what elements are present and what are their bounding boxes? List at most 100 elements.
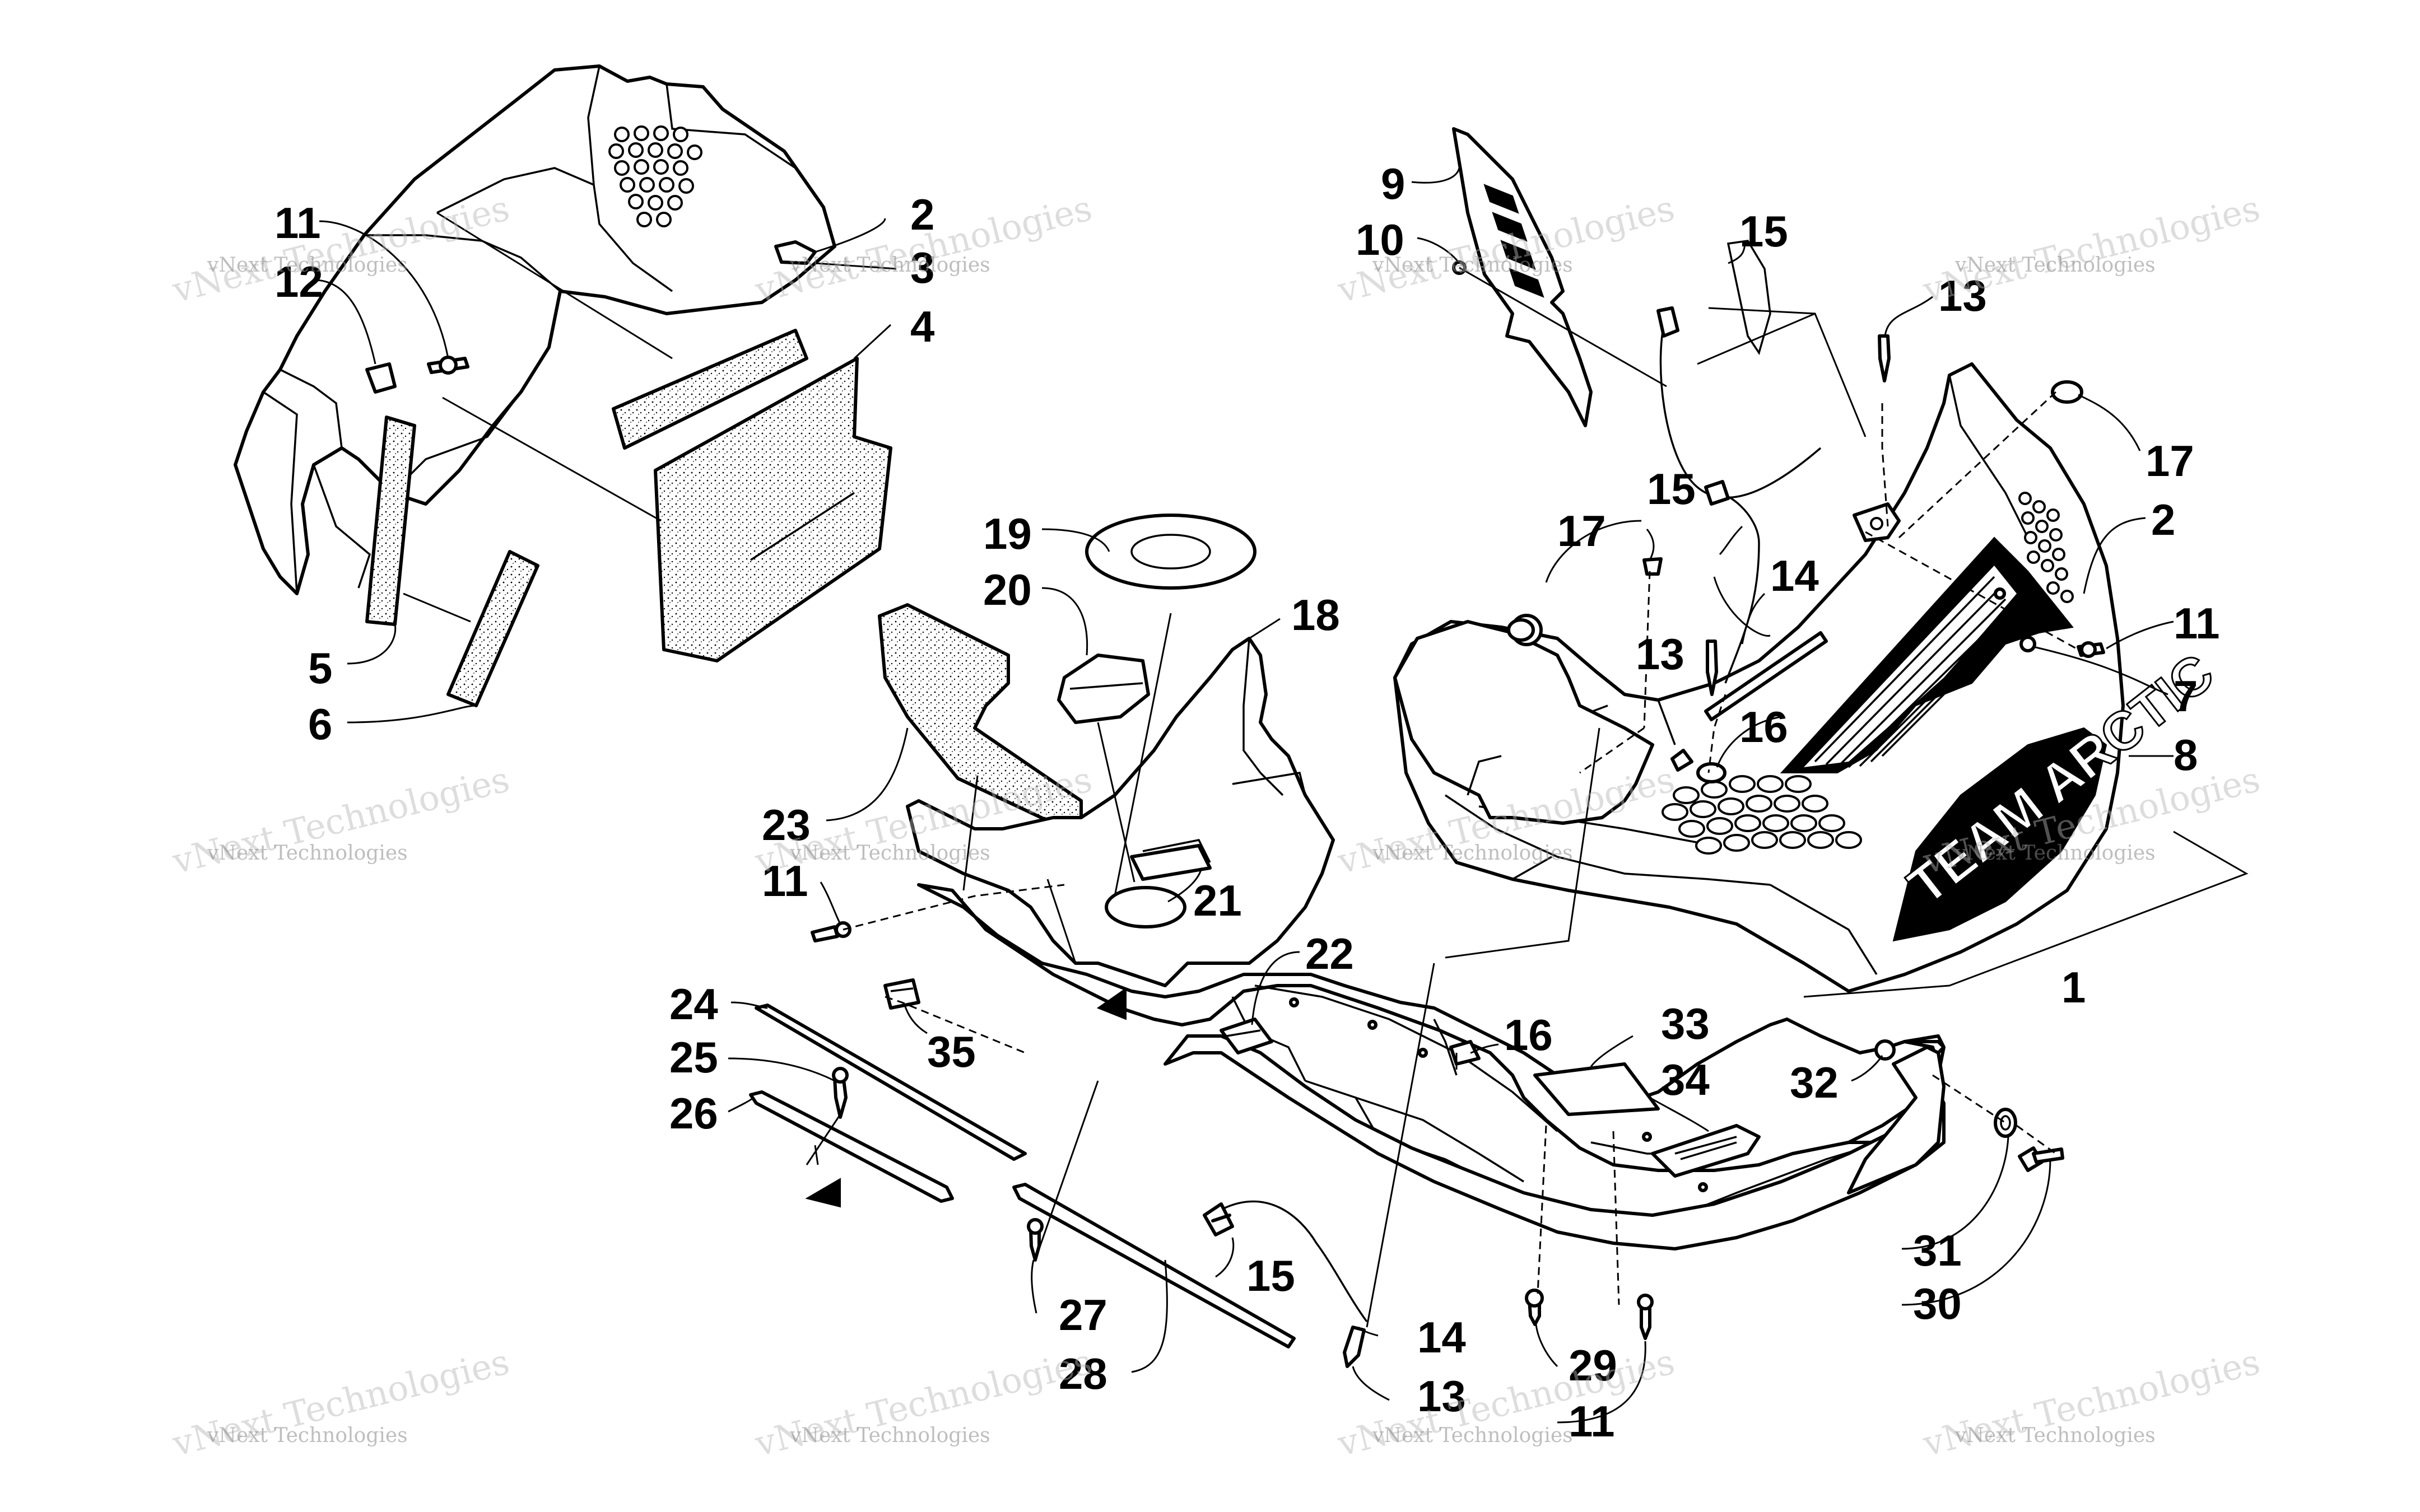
clip-3 (774, 240, 817, 265)
strip-28 (1012, 1183, 1296, 1348)
plug-17a (2051, 380, 2083, 404)
callout-27: 27 (1059, 1290, 1107, 1340)
strip-26 (749, 1090, 954, 1203)
callout-23: 23 (762, 800, 811, 850)
svg-text:vNext Technologies: vNext Technologies (207, 842, 408, 865)
callout-25: 25 (669, 1033, 718, 1082)
callout-33: 33 (1661, 999, 1710, 1048)
callout-11-lower: 11 (1569, 1397, 1614, 1446)
svg-text:vNext Technologies: vNext Technologies (789, 1424, 990, 1447)
callout-8: 8 (2174, 730, 2198, 780)
cable-15-lower (1221, 1200, 1368, 1323)
svg-text:vNext Technologies: vNext Technologies (789, 254, 990, 277)
svg-text:vNext Technologies: vNext Technologies (1372, 842, 1573, 865)
callout-22: 22 (1305, 929, 1354, 978)
callout-11-mid-left: 11 (762, 856, 808, 906)
callout-7: 7 (2174, 671, 2198, 721)
inner-panel-assembly (234, 64, 892, 707)
bracket-20 (1057, 654, 1150, 724)
svg-text:vNext Technologies: vNext Technologies (1372, 254, 1573, 277)
washer-19 (1085, 514, 1256, 590)
foam-4-strip (612, 329, 808, 450)
bellypan-assembly (749, 727, 2064, 1368)
callout-13-mid: 13 (1636, 629, 1684, 679)
washer-31 (1994, 1108, 2017, 1138)
callout-15-mid: 15 (1647, 464, 1696, 514)
callout-17-right: 17 (2146, 436, 2194, 486)
callout-labels: 11 12 2 3 4 5 6 9 10 15 13 17 2 11 7 8 1… (274, 159, 2219, 1446)
svg-text:vNext Technologies: vNext Technologies (1954, 1424, 2156, 1447)
callout-15-lower: 15 (1246, 1251, 1295, 1300)
callout-5: 5 (308, 643, 332, 693)
callout-19: 19 (983, 509, 1032, 558)
callout-leaders (313, 167, 2174, 1424)
callout-11-right: 11 (2174, 599, 2219, 648)
vent-holes-upper (608, 125, 702, 227)
hood-assembly: TEAM ARCTIC (1393, 240, 2249, 998)
callout-13-lower: 13 (1417, 1371, 1466, 1421)
rivet-13a (1878, 334, 1891, 382)
callout-2-right: 2 (2151, 495, 2175, 544)
callout-16-lower: 16 (1504, 1010, 1553, 1060)
svg-text:vNext Technologies: vNext Technologies (207, 254, 408, 277)
foam-5 (365, 416, 416, 626)
decal-33 (1533, 1062, 1660, 1116)
bracket-22 (1220, 1018, 1273, 1054)
callout-10: 10 (1356, 215, 1404, 264)
hood-front-vents (1662, 775, 1862, 855)
callout-30: 30 (1913, 1279, 1962, 1328)
panel-oval-hole (1105, 886, 1186, 928)
front-panel-assembly (811, 514, 1335, 1010)
callout-18: 18 (1291, 590, 1340, 640)
grommet-16b (1449, 1040, 1481, 1066)
callout-12: 12 (274, 257, 323, 306)
svg-text:vNext Technologies: vNext Technologies (1919, 188, 2264, 311)
windshield-assembly (1452, 127, 1667, 427)
front-panel-18 (906, 637, 1335, 987)
rivet-13c (1343, 1326, 1366, 1368)
svg-text:vNext Technologies: vNext Technologies (1954, 842, 2156, 865)
cable-15-upper (1659, 313, 1822, 499)
rivet-11c (811, 925, 839, 942)
callout-16-upper: 16 (1739, 702, 1788, 752)
nut-32 (1874, 1039, 1896, 1061)
arrow-35 (1096, 987, 1127, 1020)
foam-4-block (654, 357, 892, 662)
clip-35 (883, 978, 920, 1010)
foam-23 (878, 603, 1083, 825)
callout-13-upper: 13 (1938, 271, 1987, 320)
callout-28: 28 (1059, 1349, 1107, 1398)
callout-2-upper-left: 2 (910, 190, 934, 239)
callout-29: 29 (1569, 1341, 1617, 1390)
callout-35: 35 (927, 1027, 976, 1076)
bellypan (917, 883, 1940, 1172)
callout-9: 9 (1381, 159, 1405, 208)
grommet-12 (365, 362, 397, 394)
callout-31: 31 (1913, 1226, 1962, 1275)
svg-text:vNext Technologies: vNext Technologies (1954, 254, 2156, 277)
hood-side-vents (2018, 492, 2074, 603)
bumper-end-outer (1847, 1046, 1946, 1194)
strip-14 (1704, 631, 1828, 721)
label-21 (1130, 844, 1212, 881)
windshield-vents (1483, 184, 1544, 298)
grommet-16a (1696, 762, 1726, 783)
strip-24 (755, 1004, 1027, 1161)
callout-32: 32 (1790, 1058, 1839, 1107)
callout-4: 4 (910, 302, 934, 351)
callout-20: 20 (983, 565, 1032, 614)
callout-14-lower: 14 (1417, 1313, 1466, 1362)
svg-text:vNext Technologies: vNext Technologies (207, 1424, 408, 1447)
callout-26: 26 (669, 1089, 718, 1138)
callout-6: 6 (308, 699, 332, 749)
cable-15-mid (1708, 491, 1760, 684)
callout-34: 34 (1661, 1055, 1710, 1104)
plug-17b (1507, 618, 1535, 642)
